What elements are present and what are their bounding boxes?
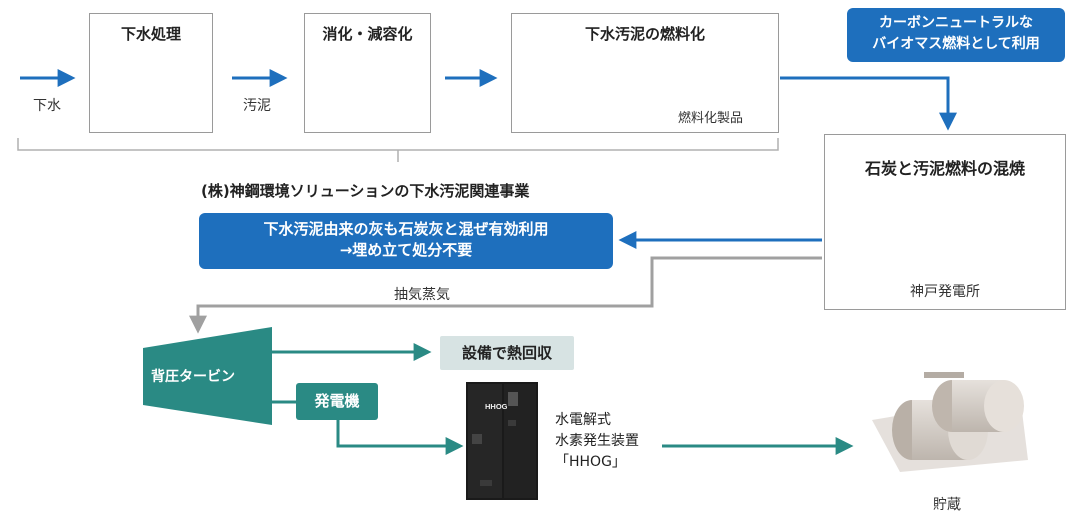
sewage-treatment-title: 下水処理 xyxy=(120,25,181,43)
generator-box: 発電機 xyxy=(296,383,378,420)
storage-tanks-illustration xyxy=(872,372,1028,472)
hydrogen-device-label: 水電解式 水素発生装置 「HHOG」 xyxy=(555,410,639,473)
generator-label: 発電機 xyxy=(314,392,360,410)
sewage-label: 下水 xyxy=(33,98,61,114)
hydrogen-device-line1: 水電解式 xyxy=(555,412,611,428)
power-plant-name: 神戸発電所 xyxy=(910,284,980,300)
power-plant-box: 石炭と汚泥燃料の混焼 神戸発電所 xyxy=(824,134,1066,310)
sludge-label: 汚泥 xyxy=(243,98,271,114)
heat-recovery-box: 設備で熱回収 xyxy=(440,336,574,370)
arrow-to-power-plant xyxy=(780,76,957,131)
power-plant-title: 石炭と汚泥燃料の混焼 xyxy=(864,159,1025,178)
hydrogen-device-line3: 「HHOG」 xyxy=(555,454,626,470)
heat-recovery-label: 設備で熱回収 xyxy=(461,344,552,362)
turbine-shape xyxy=(143,327,272,425)
ash-banner-line1: 下水汚泥由来の灰も石炭灰と混ぜ有効利用 xyxy=(263,220,549,238)
biomass-banner-line1: カーボンニュートラルな xyxy=(879,15,1033,31)
arrow-generator-to-hhog xyxy=(336,420,464,455)
sludge-fuel-box: 下水汚泥の燃料化 燃料化製品 xyxy=(511,13,779,133)
fuel-product-label: 燃料化製品 xyxy=(678,111,744,126)
sludge-fuel-title: 下水汚泥の燃料化 xyxy=(584,25,705,43)
digestion-box: 消化・減容化 xyxy=(304,13,431,133)
biomass-fuel-banner: カーボンニュートラルな バイオマス燃料として利用 xyxy=(847,8,1065,62)
ash-reuse-banner: 下水汚泥由来の灰も石炭灰と混ぜ有効利用 →埋め立て処分不要 xyxy=(199,213,613,269)
company-caption: (株)神鋼環境ソリューションの下水汚泥関連事業 xyxy=(201,182,530,200)
ash-banner-line2: →埋め立て処分不要 xyxy=(339,241,473,259)
hhog-unit-illustration xyxy=(466,382,538,500)
sewage-treatment-box: 下水処理 xyxy=(89,13,213,133)
company-bracket xyxy=(17,138,779,151)
storage-label: 貯蔵 xyxy=(933,497,961,513)
hhog-unit-text: HHOG xyxy=(485,402,508,411)
digestion-title: 消化・減容化 xyxy=(322,25,413,43)
biomass-banner-line2: バイオマス燃料として利用 xyxy=(872,36,1040,52)
arrow-extraction-steam xyxy=(189,256,822,334)
extraction-steam-label: 抽気蒸気 xyxy=(394,287,450,303)
turbine-label: 背圧タービン xyxy=(151,369,235,385)
hydrogen-device-line2: 水素発生装置 xyxy=(555,433,639,449)
